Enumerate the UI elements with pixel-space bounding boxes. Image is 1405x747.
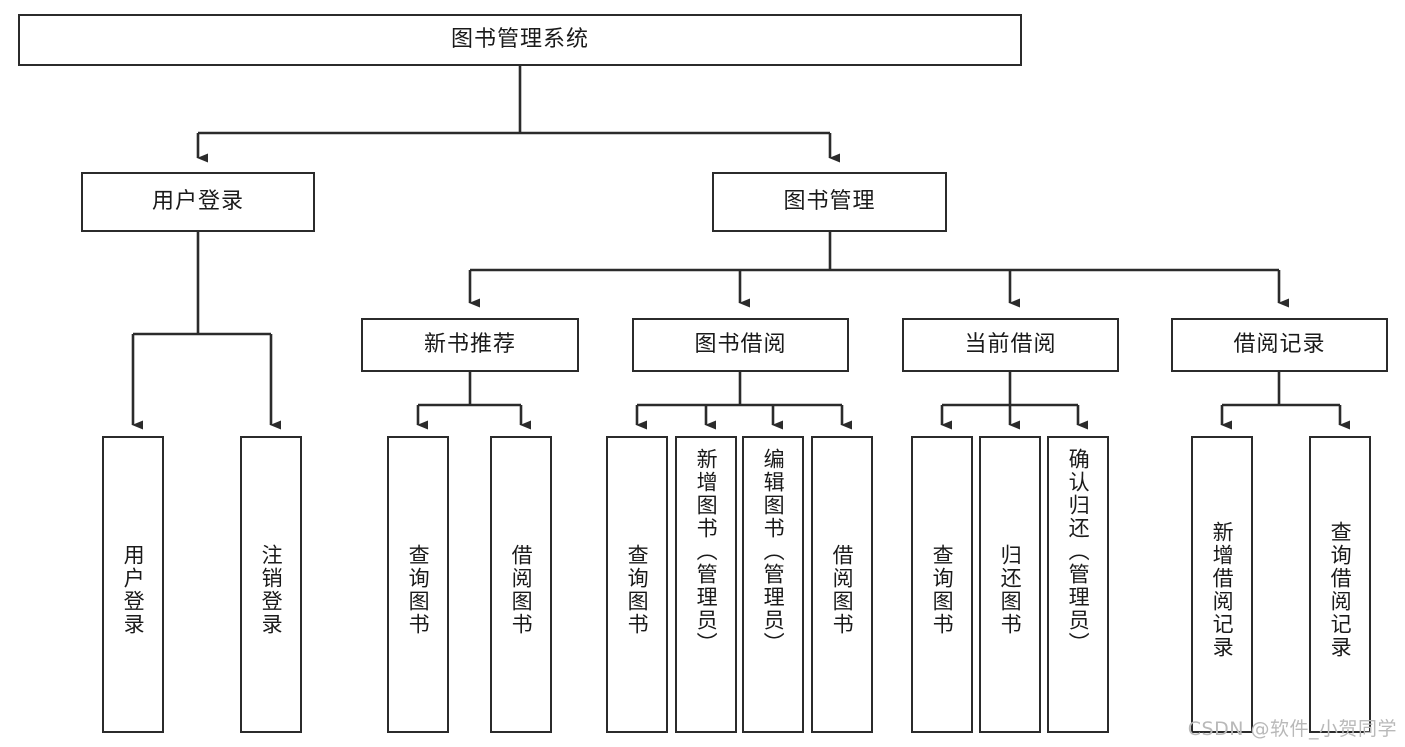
leaf-label: 用户登录 — [121, 543, 146, 636]
node-borrow-records[interactable]: 借阅记录 — [1171, 318, 1388, 372]
leaf-recommend-borrow-book[interactable]: 借阅图书 — [490, 436, 552, 733]
node-label: 借阅记录 — [1233, 331, 1326, 357]
leaf-user-login-logout[interactable]: 注销登录 — [240, 436, 302, 733]
leaf-borrow-add-book-admin[interactable]: 新增图书（管理员） — [675, 436, 737, 733]
leaf-current-confirm-return-admin[interactable]: 确认归还（管理员） — [1047, 436, 1109, 733]
leaf-label: 查询图书 — [930, 543, 955, 636]
node-book-borrow[interactable]: 图书借阅 — [632, 318, 849, 372]
node-book-management[interactable]: 图书管理 — [712, 172, 947, 232]
leaf-label: 借阅图书 — [509, 543, 534, 636]
node-label: 图书管理系统 — [450, 26, 589, 52]
leaf-borrow-query-book[interactable]: 查询图书 — [606, 436, 668, 733]
leaf-borrow-edit-book-admin[interactable]: 编辑图书（管理员） — [742, 436, 804, 733]
leaf-label: 注销登录 — [259, 543, 284, 636]
leaf-current-query-book[interactable]: 查询图书 — [911, 436, 973, 733]
leaf-label: 查询图书 — [625, 543, 650, 636]
leaf-records-query-record[interactable]: 查询借阅记录 — [1309, 436, 1371, 733]
leaf-user-login-login[interactable]: 用户登录 — [102, 436, 164, 733]
leaf-label: 新增借阅记录 — [1210, 520, 1235, 659]
leaf-records-add-record[interactable]: 新增借阅记录 — [1191, 436, 1253, 733]
leaf-label: 确认归还（管理员） — [1066, 448, 1091, 655]
leaf-label: 编辑图书（管理员） — [761, 448, 786, 655]
leaf-label: 查询图书 — [406, 543, 431, 636]
leaf-label: 新增图书（管理员） — [694, 448, 719, 655]
node-label: 图书管理 — [783, 188, 876, 214]
leaf-borrow-borrow-book[interactable]: 借阅图书 — [811, 436, 873, 733]
node-user-login[interactable]: 用户登录 — [81, 172, 315, 232]
node-label: 图书借阅 — [694, 331, 787, 357]
leaf-label: 借阅图书 — [830, 543, 855, 636]
node-root-system[interactable]: 图书管理系统 — [18, 14, 1022, 66]
node-new-book-recommend[interactable]: 新书推荐 — [361, 318, 579, 372]
leaf-recommend-query-book[interactable]: 查询图书 — [387, 436, 449, 733]
node-label: 当前借阅 — [964, 331, 1057, 357]
node-label: 新书推荐 — [423, 331, 516, 357]
csdn-watermark: CSDN @软件_小贺同学 — [1187, 718, 1397, 740]
leaf-label: 归还图书 — [998, 543, 1023, 636]
node-label: 用户登录 — [151, 188, 244, 214]
node-current-borrow[interactable]: 当前借阅 — [902, 318, 1119, 372]
leaf-current-return-book[interactable]: 归还图书 — [979, 436, 1041, 733]
leaf-label: 查询借阅记录 — [1328, 520, 1353, 659]
